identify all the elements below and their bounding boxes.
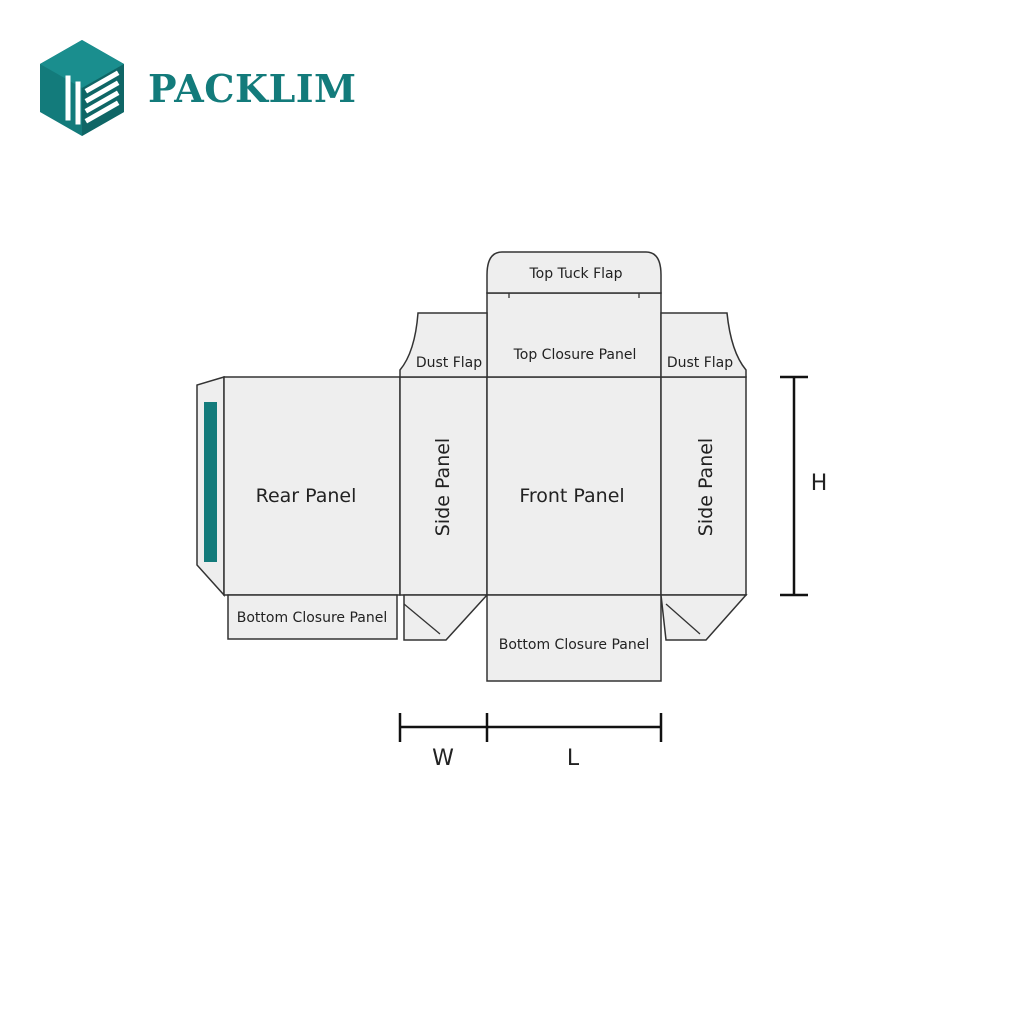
length-label: L (567, 746, 580, 771)
height-label: H (811, 471, 828, 496)
bottom-closure-left-label: Bottom Closure Panel (237, 610, 387, 626)
rear-panel (223, 376, 401, 596)
width-length-dimension-line (398, 713, 663, 742)
rear-panel-label: Rear Panel (256, 485, 357, 507)
bottom-closure-front-label: Bottom Closure Panel (499, 637, 649, 653)
dust-flap-left-label: Dust Flap (416, 355, 482, 371)
dust-flap-right (660, 312, 747, 378)
side-panel-left-label: Side Panel (432, 438, 454, 536)
hexagon-box-logo-icon (40, 40, 124, 136)
width-label: W (432, 746, 454, 771)
top-tuck-flap (486, 251, 662, 294)
glue-strip (204, 402, 217, 562)
front-panel-label: Front Panel (519, 485, 624, 507)
brand-header: PACKLIM (38, 38, 357, 138)
top-tuck-flap-label: Top Tuck Flap (528, 266, 622, 282)
bottom-dust-flap-left (403, 594, 489, 641)
dust-flap-left (399, 312, 488, 378)
brand-name: PACKLIM (148, 65, 357, 111)
side-panel-right-label: Side Panel (695, 438, 717, 536)
bottom-closure-front-panel (486, 594, 662, 682)
bottom-dust-flap-right (660, 594, 748, 641)
dust-flap-right-label: Dust Flap (667, 355, 733, 371)
height-dimension-line (780, 375, 808, 597)
top-closure-panel (486, 292, 662, 378)
bottom-closure-left-panel (227, 594, 398, 640)
top-closure-panel-label: Top Closure Panel (513, 347, 637, 363)
